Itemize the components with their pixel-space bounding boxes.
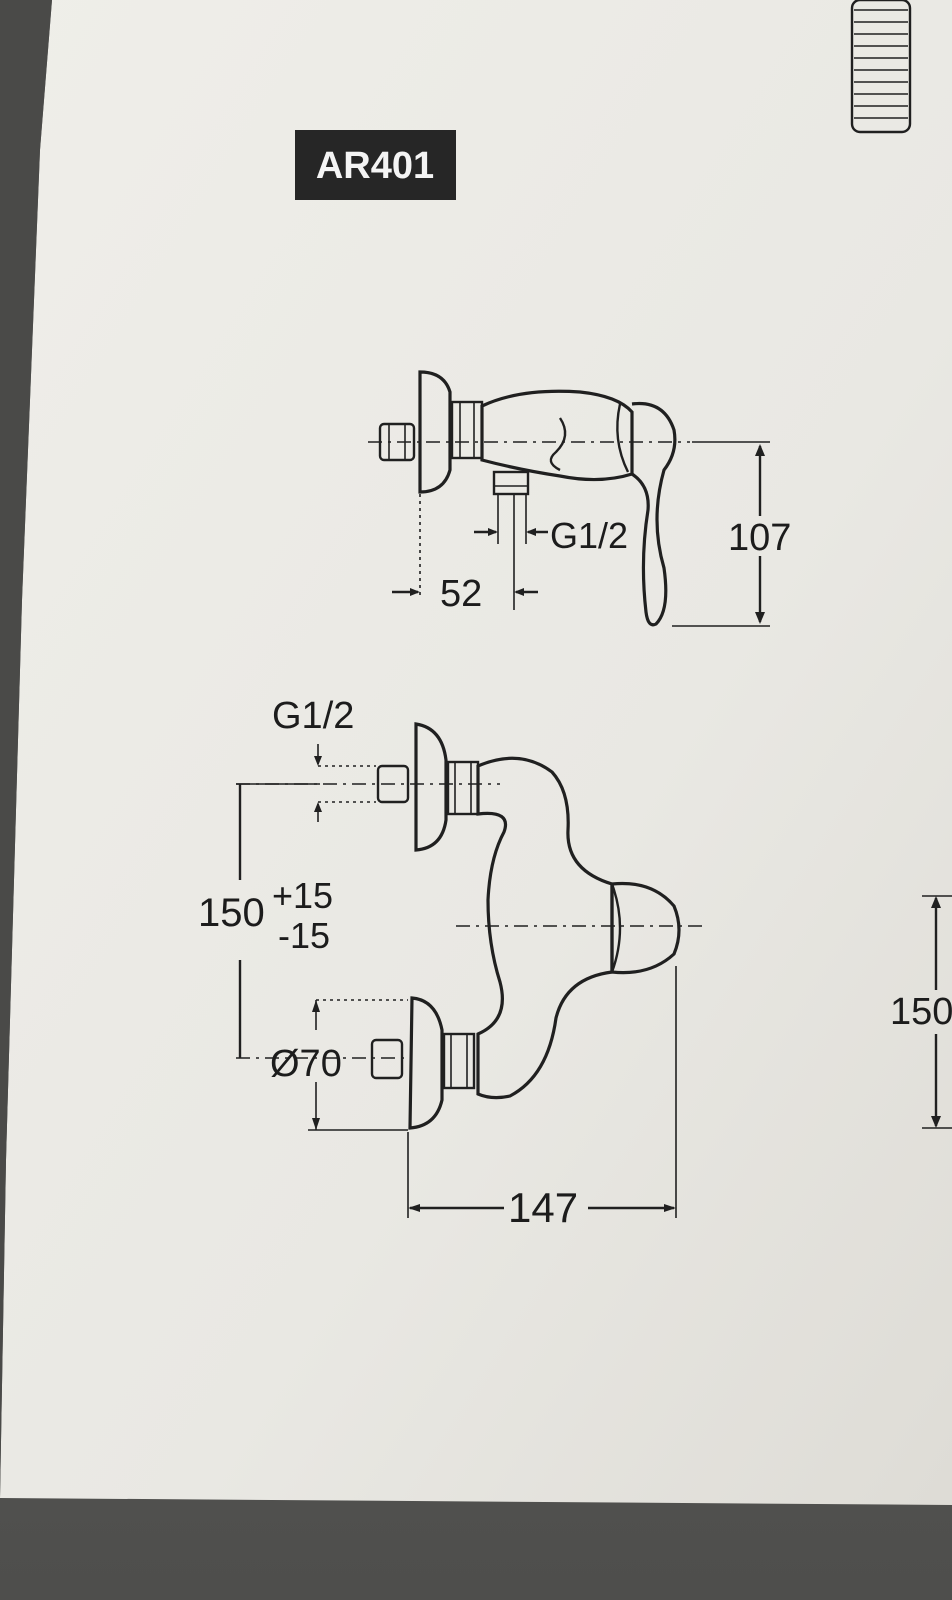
neighbor-dimension-fragment (922, 895, 952, 1129)
front-tolerance-minus: -15 (278, 915, 330, 956)
neighbor-dimension-label: 150 (890, 991, 952, 1033)
front-inlet-distance-label: 150 (198, 891, 265, 935)
side-view-drawing (368, 370, 770, 627)
model-label: AR401 (295, 130, 456, 200)
side-outlet-thread-label: G1/2 (550, 515, 628, 556)
front-flange-diameter-label: Ø70 (270, 1043, 342, 1085)
front-inlet-thread-label: G1/2 (272, 695, 354, 737)
hose-fragment (850, 0, 912, 134)
front-view-drawing (236, 722, 706, 1218)
front-depth-label: 147 (508, 1184, 578, 1231)
front-tolerance-plus: +15 (272, 875, 333, 916)
model-label-text: AR401 (316, 145, 434, 187)
paper-edge-shadow (0, 0, 52, 1498)
side-height-label: 107 (728, 517, 791, 559)
paper-sheet (0, 0, 952, 1505)
side-wall-distance-label: 52 (440, 573, 482, 615)
